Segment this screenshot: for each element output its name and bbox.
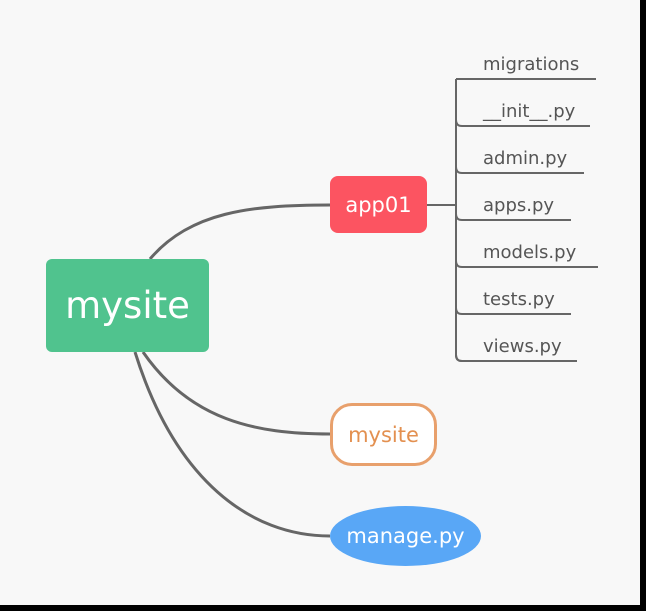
link-root-mysite [141, 351, 331, 436]
file-underline [455, 166, 584, 174]
file-underline [455, 213, 571, 221]
file-underline [455, 354, 577, 362]
file-leaf-label[interactable]: models.py [483, 242, 577, 263]
root-node-mysite[interactable]: mysite [46, 259, 209, 352]
link-root-app01 [148, 203, 331, 260]
node-manage-py-label: manage.py [346, 524, 465, 548]
root-node-label: mysite [65, 284, 190, 327]
file-leaf-label[interactable]: views.py [483, 336, 562, 357]
node-manage-py[interactable]: manage.py [330, 506, 481, 566]
node-app01-label: app01 [345, 192, 412, 217]
file-leaf-label[interactable]: __init__.py [483, 101, 576, 122]
file-leaf-label[interactable]: admin.py [483, 148, 568, 169]
file-underline [455, 260, 598, 268]
node-app01[interactable]: app01 [330, 176, 427, 233]
file-leaf-label[interactable]: apps.py [483, 195, 555, 216]
link-root-manage [133, 351, 331, 538]
file-leaf-label[interactable]: tests.py [483, 289, 555, 310]
file-branch-lines [455, 78, 598, 362]
node-mysite-package-label: mysite [348, 422, 419, 447]
node-mysite-package[interactable]: mysite [330, 403, 437, 466]
file-underline [455, 307, 571, 315]
file-leaf-label[interactable]: migrations [483, 54, 580, 75]
file-underline [455, 119, 590, 127]
